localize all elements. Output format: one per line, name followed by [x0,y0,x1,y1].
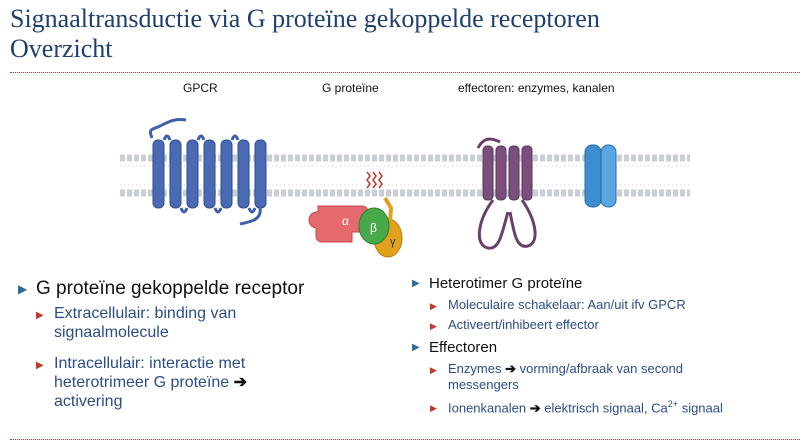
list-item-text: signaal [681,400,723,416]
enzyme-effector [476,137,537,250]
list-item-text: Ionenkanalen [448,400,527,416]
bullet-icon: ▶ [430,301,437,311]
gamma-subunit-label: γ [390,236,396,248]
list-item-text: messengers [448,377,519,392]
arrow-right-icon: ➔ [233,374,248,391]
arrow-right-icon: ➔ [505,361,516,376]
list-item-text: vorming/afbraak van second [519,361,683,376]
list-item: ▶ Activeert/inhibeert effector [412,317,802,339]
bullet-icon: ▶ [36,360,44,371]
list-item: ▶ Intracellulair: interactie met heterot… [18,354,398,418]
bullet-icon: ▶ [430,403,437,413]
label-g-protein: G proteïne [322,81,379,95]
list-item-text: elektrisch signaal, Ca [544,400,668,416]
bullet-icon: ▶ [36,310,44,321]
list-item: ▶ Enzymes ➔ vorming/afbraak van second m… [412,361,802,399]
list-item-text: Activeert/inhibeert effector [448,317,599,332]
list-item-text: G proteïne gekoppelde receptor [36,278,305,299]
bullet-icon: ▶ [412,342,420,353]
beta-subunit-label: β [370,221,377,235]
footer-divider [10,439,800,440]
ion-channel [584,144,617,208]
list-item-text: Moleculaire schakelaar: Aan/uit ifv GPCR [448,297,686,312]
list-item: ▶ Heterotimer G proteïne [412,275,802,297]
gpcr-receptor [148,118,267,226]
g-protein-heterotrimer: α β γ [308,171,403,258]
slide-title-line1: Signaaltransductie via G proteïne gekopp… [10,4,600,33]
list-item: ▶ Ionenkanalen ➔ elektrisch signaal, Ca2… [412,399,802,421]
bullet-icon: ▶ [18,282,28,296]
list-item: ▶ Extracellulair: binding van signaalmol… [18,304,398,344]
bullet-icon: ▶ [412,278,420,289]
slide-title-line2: Overzicht [10,34,113,63]
list-item-text: Heterotimer G proteïne [429,275,583,292]
right-bullet-list: ▶ Heterotimer G proteïne ▶ Moleculaire s… [412,275,802,421]
arrow-right-icon: ➔ [529,400,541,416]
list-item: ▶ G proteïne gekoppelde receptor [18,278,398,304]
list-item-text: Effectoren [429,339,498,356]
left-bullet-list: ▶ G proteïne gekoppelde receptor ▶ Extra… [18,278,398,418]
list-item: ▶ Effectoren [412,339,802,361]
list-item-text: Extracellulair: binding van [54,305,237,322]
superscript: 2+ [667,399,679,409]
list-item-text: Enzymes [448,361,502,376]
list-item-text: activering [54,393,123,410]
label-effectors: effectoren: enzymes, kanalen [458,81,615,95]
list-item-text: heterotrimeer G proteïne [54,374,230,391]
list-item: ▶ Moleculaire schakelaar: Aan/uit ifv GP… [412,297,802,317]
bullet-icon: ▶ [430,321,437,331]
slide-title: Signaaltransductie via G proteïne gekopp… [10,4,795,64]
alpha-subunit-label: α [342,214,349,228]
list-item-text: Intracellulair: interactie met [54,355,246,372]
bullet-icon: ▶ [430,365,437,375]
label-gpcr: GPCR [183,81,218,95]
title-divider [10,72,800,73]
list-item-text: signaalmolecule [54,324,169,341]
